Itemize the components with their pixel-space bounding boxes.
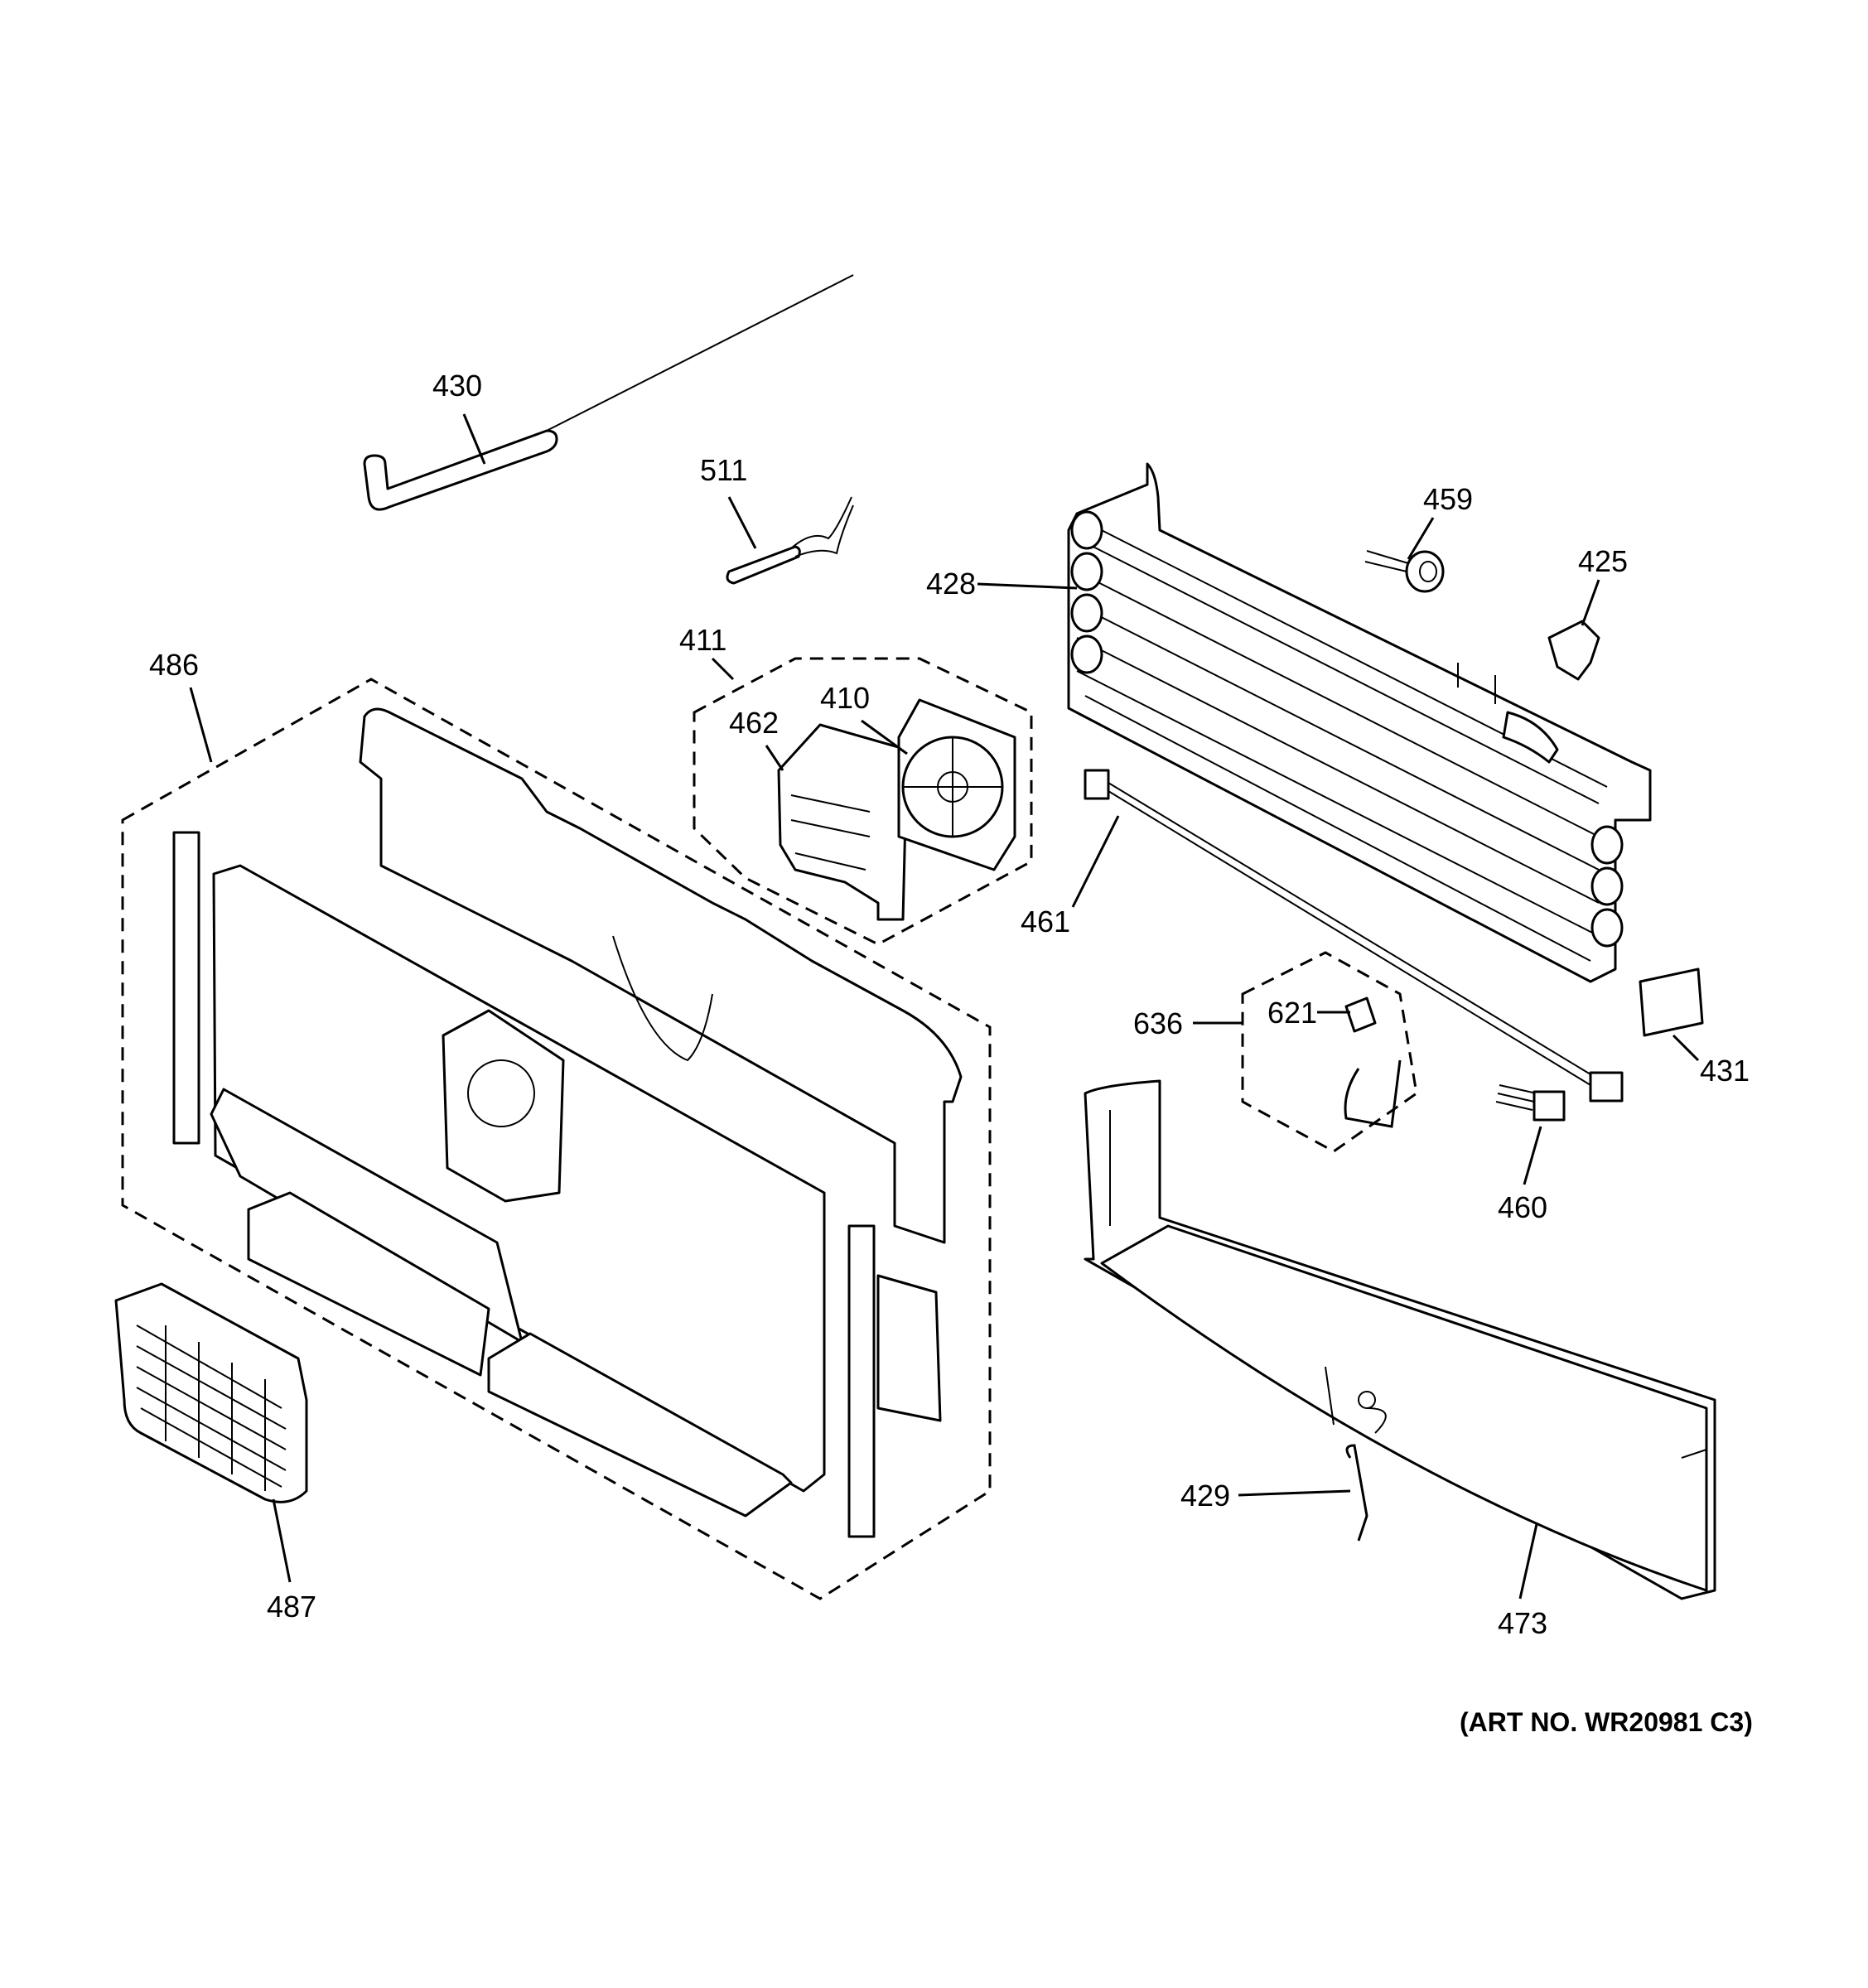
callout-labels: 430 511 459 425 428 411 486 462 410 461 …	[149, 369, 1750, 1640]
callout-511: 511	[700, 453, 747, 487]
callout-486: 486	[149, 648, 199, 682]
callout-429: 429	[1180, 1479, 1230, 1513]
callout-461: 461	[1021, 905, 1070, 939]
part-487-grille	[114, 1282, 308, 1503]
part-425-clip	[1547, 620, 1600, 681]
part-431-insulation-pad	[1639, 967, 1704, 1037]
art-number: (ART NO. WR20981 C3)	[1460, 1707, 1753, 1737]
callout-431: 431	[1700, 1054, 1750, 1088]
callout-473: 473	[1498, 1606, 1547, 1640]
part-461-defrost-heater	[1084, 769, 1624, 1103]
callout-428: 428	[926, 567, 976, 601]
part-486-rear-panel	[172, 831, 942, 1538]
part-460-wire-harness	[1495, 1084, 1566, 1122]
part-430-heater-rod	[363, 274, 854, 511]
callout-460: 460	[1498, 1190, 1547, 1224]
callout-621: 621	[1267, 996, 1317, 1030]
group-636-outline	[1241, 951, 1418, 1153]
callout-459: 459	[1423, 482, 1473, 516]
callout-636: 636	[1133, 1006, 1183, 1040]
callout-487: 487	[267, 1590, 316, 1624]
part-462-fan-bracket	[777, 723, 909, 921]
part-511-sensor-probe	[726, 496, 854, 585]
callout-462: 462	[729, 706, 779, 740]
part-486-air-duct-cover	[359, 707, 963, 1244]
group-411-outline	[693, 657, 1033, 946]
callout-410: 410	[820, 681, 870, 715]
part-spring	[1344, 1059, 1402, 1128]
callout-425: 425	[1578, 544, 1628, 578]
part-410-fan-motor	[897, 698, 1016, 871]
part-459-thermostat	[1364, 550, 1445, 593]
part-473-drain-trough	[1084, 1079, 1716, 1600]
part-621-clip	[1344, 996, 1377, 1033]
part-428-evaporator	[1067, 462, 1652, 983]
part-429-spring-hook	[1345, 1444, 1368, 1542]
group-486-outline	[121, 678, 992, 1600]
callout-430: 430	[432, 369, 482, 403]
callout-411: 411	[679, 623, 726, 657]
leader-lines	[189, 413, 1700, 1600]
